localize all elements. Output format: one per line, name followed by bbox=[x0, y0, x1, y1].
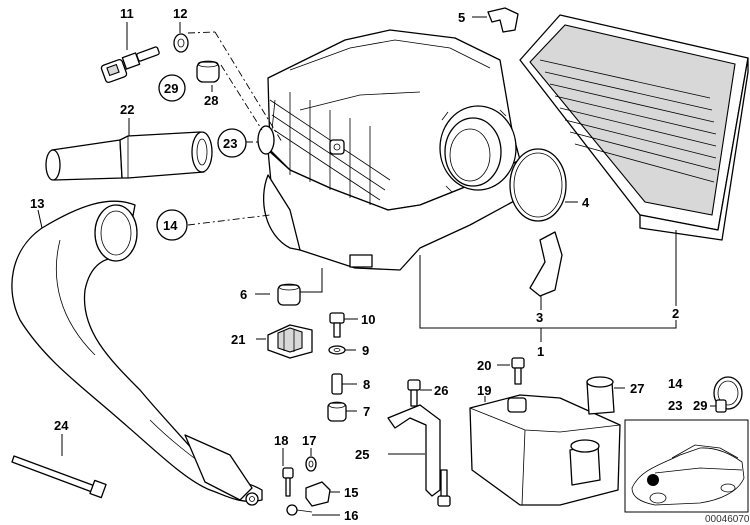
kit-label-29: 29 bbox=[693, 398, 707, 413]
callout-9: 9 bbox=[362, 343, 369, 358]
kit-label-23: 23 bbox=[668, 398, 682, 413]
support-bracket bbox=[387, 404, 451, 507]
callout-19: 19 bbox=[477, 383, 491, 398]
reference-number: 00046070 bbox=[705, 514, 750, 525]
resonator bbox=[469, 394, 621, 506]
temperature-sensor bbox=[100, 22, 160, 84]
washer-9 bbox=[328, 345, 356, 355]
callout-20: 20 bbox=[477, 358, 491, 373]
callout-6: 6 bbox=[240, 287, 247, 302]
rubber-grommet bbox=[327, 401, 357, 422]
screw-16 bbox=[286, 504, 340, 516]
callout-7: 7 bbox=[363, 404, 370, 419]
spacer-sleeve bbox=[331, 373, 357, 395]
connecting-sleeve bbox=[586, 376, 625, 415]
callout-labels: 11 12 29 28 22 23 13 14 5 4 2 3 1 6 21 1… bbox=[30, 6, 750, 525]
intake-hose bbox=[11, 200, 263, 506]
hose-clamp bbox=[710, 376, 743, 413]
callout-4: 4 bbox=[582, 195, 590, 210]
callout-3: 3 bbox=[536, 310, 543, 325]
spring-clip bbox=[472, 7, 519, 33]
callout-15: 15 bbox=[344, 485, 358, 500]
bolt-10 bbox=[329, 312, 358, 338]
seal-ring bbox=[173, 22, 189, 53]
rubber-damper bbox=[255, 268, 323, 306]
callout-14-circled: 14 bbox=[163, 218, 178, 233]
bolt-18 bbox=[282, 448, 294, 497]
callout-21: 21 bbox=[231, 332, 245, 347]
callout-27: 27 bbox=[630, 381, 644, 396]
cable-tie bbox=[11, 434, 107, 499]
circle-23 bbox=[217, 128, 247, 158]
circle-14 bbox=[156, 209, 188, 241]
callout-5: 5 bbox=[458, 10, 465, 25]
callout-26: 26 bbox=[434, 383, 448, 398]
filter-element bbox=[519, 14, 749, 306]
callout-11: 11 bbox=[120, 6, 134, 21]
callout-1: 1 bbox=[537, 344, 544, 359]
callout-29-circled: 29 bbox=[164, 81, 178, 96]
callout-13: 13 bbox=[30, 196, 44, 211]
callout-17: 17 bbox=[302, 433, 316, 448]
callout-23-circled: 23 bbox=[223, 136, 237, 151]
bolt-26 bbox=[407, 379, 432, 407]
callout-24: 24 bbox=[54, 418, 69, 433]
sealing-ring bbox=[509, 148, 578, 222]
callout-2: 2 bbox=[672, 306, 679, 321]
location-marker bbox=[647, 474, 659, 486]
clip-nut bbox=[305, 481, 340, 507]
callout-18: 18 bbox=[274, 433, 288, 448]
callout-22: 22 bbox=[120, 102, 134, 117]
callout-8: 8 bbox=[363, 377, 370, 392]
bracket-clip bbox=[529, 231, 563, 310]
vehicle-location-inset bbox=[624, 419, 749, 513]
circle-29 bbox=[158, 74, 186, 102]
bolt-20 bbox=[497, 357, 525, 385]
rubber-boot bbox=[45, 118, 213, 181]
dash-dot-lines bbox=[187, 31, 283, 226]
callout-10: 10 bbox=[361, 312, 375, 327]
callout-28: 28 bbox=[204, 93, 218, 108]
callout-16: 16 bbox=[344, 508, 358, 523]
air-filter-housing bbox=[257, 29, 521, 271]
assembly-lines bbox=[419, 255, 677, 342]
callout-12: 12 bbox=[173, 6, 187, 21]
washer-17 bbox=[305, 448, 317, 472]
callout-25: 25 bbox=[355, 447, 369, 462]
kit-label-14: 14 bbox=[668, 376, 683, 391]
grommet bbox=[196, 60, 220, 92]
rubber-mount bbox=[256, 324, 313, 359]
